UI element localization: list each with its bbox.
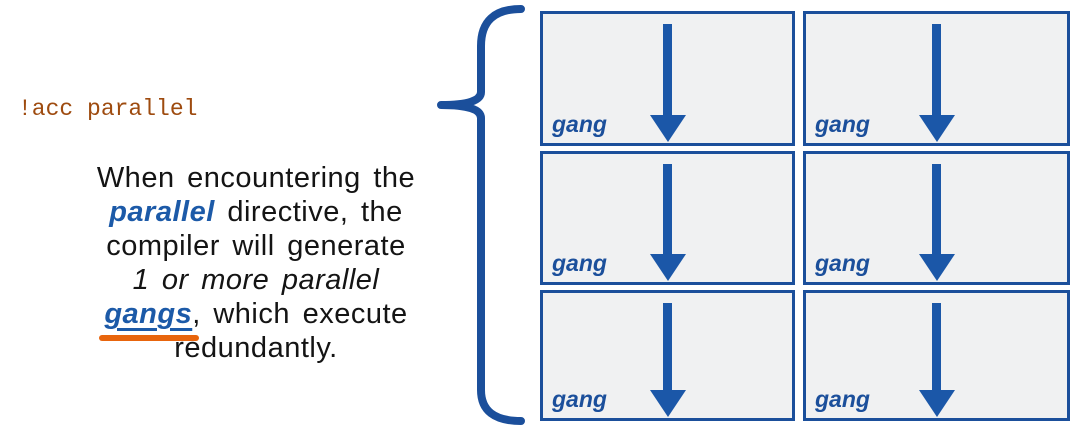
arrow-shaft	[663, 24, 672, 120]
gang-box: gang	[540, 151, 795, 285]
description-line: parallel directive, the	[28, 195, 484, 229]
orange-underline-annotation	[99, 335, 200, 341]
description-text-segment: When encountering the	[96, 162, 416, 194]
description-text-segment: , which execute	[192, 298, 408, 330]
arrow-head	[649, 390, 686, 417]
gang-box: gang	[540, 11, 795, 146]
keyword-gangs: gangs	[99, 298, 200, 341]
description-paragraph: When encountering the parallel directive…	[28, 161, 484, 365]
arrow-shaft	[932, 164, 941, 259]
gangs-grid: gang gang gang gang gang gang	[540, 11, 1070, 421]
arrow-head	[918, 390, 955, 417]
code-directive-acc-parallel: !acc parallel	[18, 96, 198, 122]
description-text-segment: directive, the	[214, 196, 403, 228]
arrow-head	[918, 254, 955, 281]
description-text-segment: compiler will generate	[106, 230, 406, 262]
gang-label: gang	[815, 111, 870, 137]
description-line: redundantly.	[28, 331, 484, 365]
description-line: 1 or more parallel	[28, 263, 484, 297]
gang-box: gang	[803, 11, 1070, 146]
arrow-shaft	[663, 164, 672, 259]
arrow-head	[649, 254, 686, 281]
keyword-parallel: parallel	[109, 196, 215, 228]
gang-label: gang	[552, 386, 607, 412]
left-curly-brace-icon	[437, 5, 525, 425]
gang-label: gang	[552, 250, 607, 276]
arrow-head	[649, 115, 686, 142]
description-text-segment: redundantly.	[174, 332, 338, 364]
description-line: gangs, which execute	[28, 297, 484, 341]
keyword-gangs-text: gangs	[104, 298, 193, 330]
arrow-shaft	[932, 24, 941, 120]
description-line: compiler will generate	[28, 229, 484, 263]
gang-box: gang	[803, 151, 1070, 285]
gang-box: gang	[540, 290, 795, 421]
gang-box: gang	[803, 290, 1070, 421]
gang-label: gang	[552, 111, 607, 137]
description-line: When encountering the	[28, 161, 484, 195]
gang-label: gang	[815, 250, 870, 276]
arrow-shaft	[932, 303, 941, 395]
arrow-head	[918, 115, 955, 142]
arrow-shaft	[663, 303, 672, 395]
gang-label: gang	[815, 386, 870, 412]
italic-phrase: 1 or more parallel	[132, 264, 380, 296]
